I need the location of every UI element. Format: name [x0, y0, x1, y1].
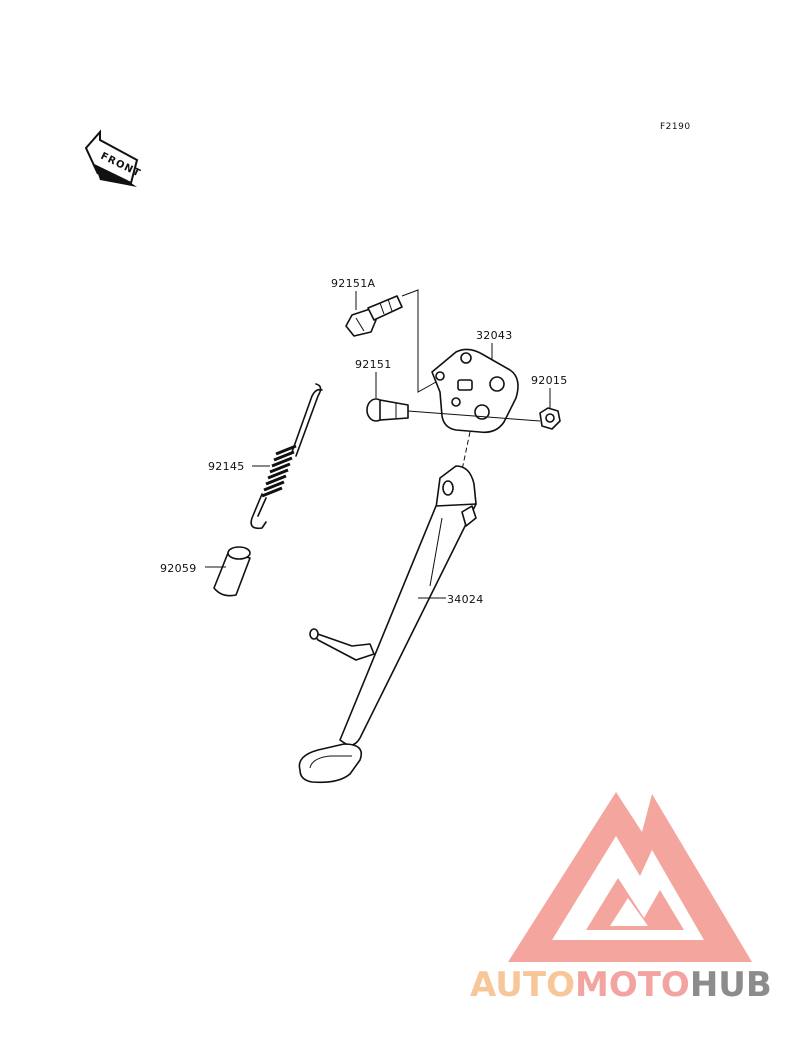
collar-92059	[213, 546, 251, 597]
watermark-logo	[508, 792, 752, 962]
front-arrow-icon: FRONT	[84, 129, 142, 187]
label-92145: 92145	[208, 460, 245, 473]
bolt-92151a	[345, 295, 403, 337]
watermark-auto: AUTO	[470, 965, 575, 1005]
spring-92145	[250, 383, 323, 530]
label-92151a: 92151A	[331, 277, 375, 290]
label-34024: 34024	[447, 593, 484, 606]
bracket-32043	[431, 348, 519, 434]
watermark-moto: MOTO	[575, 965, 690, 1005]
label-32043: 32043	[476, 329, 513, 342]
bolt-92151	[366, 398, 409, 422]
watermark-hub: HUB	[690, 965, 772, 1005]
label-92059: 92059	[160, 562, 197, 575]
side-stand-34024	[298, 431, 477, 784]
watermark-text: AUTOMOTOHUB	[470, 965, 772, 1005]
nut-92015	[539, 407, 561, 430]
label-92151: 92151	[355, 358, 392, 371]
label-92015: 92015	[531, 374, 568, 387]
diagram-code: F2190	[660, 122, 691, 132]
